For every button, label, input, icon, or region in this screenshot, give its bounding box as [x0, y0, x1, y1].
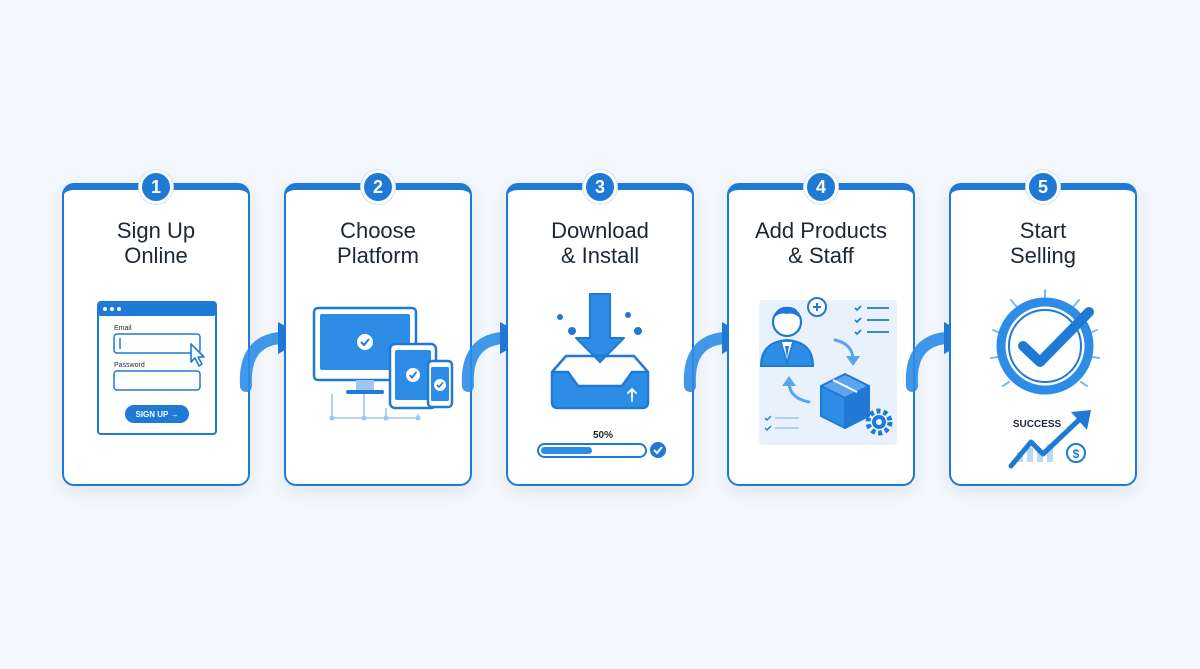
sign-up-button[interactable]: [125, 405, 189, 423]
sign-up-button-label: SIGN UP →: [136, 410, 179, 419]
step-title-line: Choose: [340, 218, 416, 243]
cursor-icon: [190, 343, 205, 367]
step-title: Choose Platform: [286, 218, 470, 268]
step-card-2: 2 Choose Platform: [284, 170, 472, 486]
step-number-badge: 1: [139, 170, 173, 204]
progress-label: 50%: [593, 430, 613, 441]
progress-bar-fill: [541, 447, 592, 454]
step-title-line: Online: [124, 243, 188, 268]
step-title: Add Products & Staff: [729, 218, 913, 268]
download-arrow-icon: [575, 293, 625, 363]
checklist-icon: [854, 305, 889, 336]
step-title-line: Selling: [1009, 243, 1077, 268]
signup-form-illustration: Email Password SIGN UP →: [97, 301, 217, 435]
step-title-line: Platform: [337, 243, 419, 268]
email-label: Email: [114, 325, 132, 332]
step-number-badge: 3: [583, 170, 617, 204]
start-selling-illustration: SUCCESS $: [983, 288, 1107, 469]
password-label: Password: [114, 362, 145, 369]
step-title-line: Add Products: [754, 218, 888, 243]
step-title-line: & Staff: [788, 243, 854, 268]
step-title-line: & Install: [560, 243, 640, 268]
burst-rays: [990, 289, 1100, 387]
inbox-tray-icon: [550, 354, 650, 410]
success-label: SUCCESS: [1013, 419, 1062, 430]
step-title: Sign Up Online: [64, 218, 248, 268]
check-icon: [650, 442, 666, 458]
password-field[interactable]: [113, 370, 201, 391]
add-icon: [807, 297, 827, 317]
user-icon: [759, 306, 815, 367]
gear-icon: [865, 408, 893, 436]
growth-chart-icon: [1008, 410, 1091, 469]
step-title-line: Start: [1019, 218, 1067, 243]
step-card-1: 1 Sign Up Online Email Password SIGN UP …: [62, 170, 250, 486]
products-staff-illustration: [759, 297, 897, 445]
phone-icon: [426, 359, 454, 409]
download-install-illustration: 50%: [537, 293, 666, 458]
step-number-badge: 2: [361, 170, 395, 204]
step-title: Start Selling: [951, 218, 1135, 268]
platform-devices-illustration: [312, 306, 454, 421]
dollar-symbol: $: [1073, 447, 1080, 461]
step-title-line: Sign Up: [116, 218, 196, 243]
step-card-4: 4 Add Products & Staff: [727, 170, 915, 486]
email-field[interactable]: [113, 333, 201, 354]
dollar-coin-icon: $: [1066, 443, 1086, 463]
step-card-5: 5 Start Selling SUCCESS: [949, 170, 1137, 486]
step-title: Download & Install: [508, 218, 692, 268]
step-number-badge: 5: [1026, 170, 1060, 204]
check-circle-icon: [996, 297, 1094, 395]
box-icon: [820, 373, 870, 429]
step-title-line: Download: [551, 218, 649, 243]
step-card-3: 3 Download & Install 50%: [506, 170, 694, 486]
step-number-badge: 4: [804, 170, 838, 204]
